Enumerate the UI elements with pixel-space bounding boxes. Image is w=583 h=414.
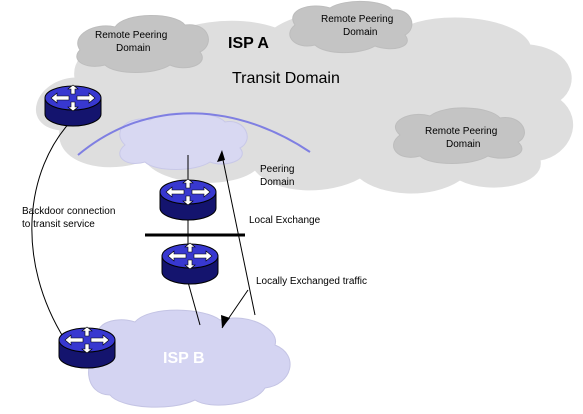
backdoor-label: Backdoor connection: [22, 206, 115, 217]
remote-peering-label-3b: Domain: [446, 139, 480, 150]
router-icon: [58, 326, 116, 369]
remote-peering-label-1b: Domain: [116, 43, 150, 54]
backdoor-connection-line: [31, 119, 73, 341]
remote-peering-label-1: Remote Peering: [95, 30, 167, 41]
remote-peering-label-2: Remote Peering: [321, 14, 393, 25]
isp-b-label: ISP B: [163, 350, 205, 367]
router-icon: [44, 84, 102, 127]
peering-domain-label-b: Domain: [260, 177, 294, 188]
remote-peering-label-2b: Domain: [343, 27, 377, 38]
peering-domain-label: Peering: [260, 164, 294, 175]
isp-b-cloud: [88, 309, 291, 408]
backdoor-label-b: to transit service: [22, 219, 95, 230]
remote-peering-label-3: Remote Peering: [425, 126, 497, 137]
router-icon: [161, 242, 219, 285]
peering-domain-cloud: [119, 112, 248, 170]
remote-peering-cloud-1: [76, 15, 209, 73]
locally-exchanged-label: Locally Exchanged traffic: [256, 276, 367, 287]
isp-a-label: ISP A: [228, 35, 269, 52]
remote-peering-cloud-3: [393, 107, 525, 164]
connections: [31, 119, 245, 341]
locally-exchanged-arrow: [217, 150, 256, 329]
local-exchange-label: Local Exchange: [249, 215, 321, 226]
remote-peering-cloud-2: [289, 0, 413, 54]
link-lower-router-isp-b: [187, 281, 201, 326]
transit-domain-label: Transit Domain: [232, 70, 340, 87]
peering-boundary-arc: [77, 112, 311, 156]
router-icon: [159, 178, 217, 221]
